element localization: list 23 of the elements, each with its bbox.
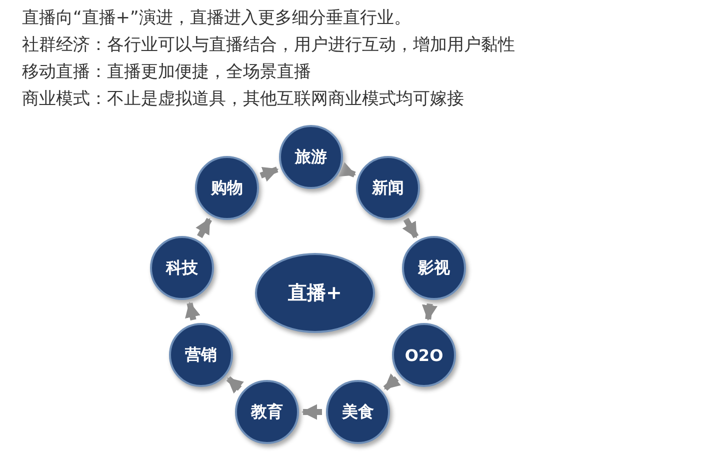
topic-circle: 营销: [169, 323, 233, 387]
topic-circle: 旅游: [279, 125, 343, 189]
heading-text: 社群经济：各行业可以与直播结合，用户进行互动，增加用户黏性: [22, 35, 515, 55]
arrow: [260, 166, 279, 182]
topic-circle: 教育: [235, 380, 299, 444]
arrow: [301, 404, 322, 420]
arrow: [402, 218, 419, 238]
arrow: [196, 218, 212, 238]
arrow: [185, 302, 200, 320]
heading-text: 直播向“直播+”演进，直播进入更多细分垂直行业。: [22, 8, 411, 28]
arrow: [422, 303, 438, 321]
arrow: [383, 373, 401, 391]
topic-circle: O2O: [392, 323, 456, 387]
topic-circle: 新闻: [356, 156, 420, 220]
heading-text: 商业模式：不止是虚拟道具，其他互联网商业模式均可嫁接: [22, 89, 464, 109]
arrow: [338, 162, 356, 178]
topic-circle: 影视: [402, 236, 466, 300]
arrow: [226, 376, 244, 394]
heading-text: 移动直播：直播更加便捷，全场景直播: [22, 62, 311, 82]
center-ellipse: 直播+: [255, 253, 375, 333]
topic-circle: 科技: [150, 236, 214, 300]
topic-circle: 购物: [195, 156, 259, 220]
topic-circle: 美食: [326, 380, 390, 444]
